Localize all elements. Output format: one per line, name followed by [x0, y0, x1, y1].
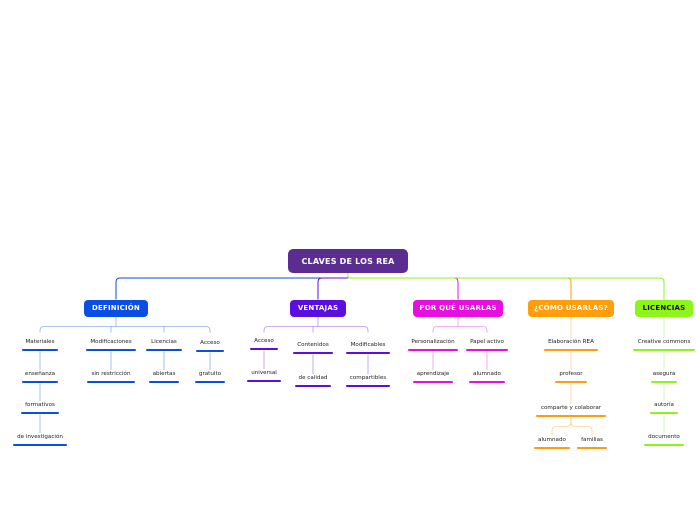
topic-acceso[interactable]: Acceso	[200, 340, 220, 346]
topic-familias[interactable]: familias	[581, 437, 603, 443]
topic-abiertas[interactable]: abiertas	[152, 371, 176, 377]
root-topic[interactable]: CLAVES DE LOS REA	[288, 249, 408, 273]
topic-elaboracion-rea[interactable]: Elaboración REA	[548, 339, 594, 345]
topic-asegura[interactable]: asegura	[652, 371, 676, 377]
topic-formativos[interactable]: formativos	[25, 402, 55, 408]
topic-documento[interactable]: documento	[648, 434, 680, 440]
topic-gratuito[interactable]: gratuito	[198, 371, 222, 377]
topic-de-investigacion[interactable]: de investigación	[17, 434, 63, 440]
branch-connector	[317, 269, 349, 300]
topic-underline	[408, 348, 458, 351]
topic-de-calidad[interactable]: de calidad	[298, 375, 328, 381]
connector	[39, 326, 211, 333]
topic-underline	[250, 347, 278, 350]
topic-creative-commons[interactable]: Creative commons	[637, 339, 691, 345]
topic-underline	[346, 384, 390, 387]
topic-underline	[466, 348, 508, 351]
connector	[432, 326, 488, 333]
branch-como-usarlas[interactable]: ¿CÓMO USARLAS?	[528, 299, 614, 317]
branch-connector	[347, 269, 459, 300]
branch-por-que-usarlas[interactable]: POR QUÉ USARLAS	[413, 299, 503, 317]
topic-underline	[22, 348, 58, 351]
topic-modificaciones[interactable]: Modificaciones	[90, 339, 132, 345]
topic-underline	[87, 380, 135, 383]
topic-materiales[interactable]: Materiales	[25, 339, 55, 345]
topic-underline	[651, 380, 677, 383]
branch-licencias[interactable]: LICENCIAS	[635, 299, 693, 317]
connector	[263, 326, 369, 333]
connector	[551, 417, 572, 436]
topic-underline	[21, 411, 59, 414]
topic-underline	[413, 380, 453, 383]
topic-comparte-y-colaborar[interactable]: comparte y colaborar	[540, 405, 602, 411]
branch-ventajas[interactable]: VENTAJAS	[290, 299, 346, 317]
topic-alumnado[interactable]: alumnado	[538, 437, 566, 443]
topic-aprendizaje[interactable]: aprendizaje	[416, 371, 450, 377]
topic-underline	[544, 348, 598, 351]
topic-underline	[196, 349, 224, 352]
topic-underline	[534, 446, 570, 449]
topic-modificables[interactable]: Modificables	[350, 342, 386, 348]
topic-profesor[interactable]: profesor	[559, 371, 583, 377]
topic-underline	[346, 351, 390, 354]
topic-ensenanza[interactable]: enseñanza	[24, 371, 56, 377]
connector	[570, 417, 593, 436]
topic-universal[interactable]: universal	[251, 370, 277, 376]
branch-definicion[interactable]: DEFINICIÓN	[84, 299, 148, 317]
topic-autoria[interactable]: autoría	[654, 402, 674, 408]
topic-underline	[650, 411, 678, 414]
topic-underline	[293, 351, 333, 354]
topic-compartibles[interactable]: compartibles	[349, 375, 387, 381]
topic-alumnado[interactable]: alumnado	[473, 371, 501, 377]
topic-underline	[469, 380, 505, 383]
topic-underline	[195, 380, 225, 383]
topic-sin-restriccion[interactable]: sin restricción	[91, 371, 131, 377]
topic-underline	[577, 446, 607, 449]
topic-acceso[interactable]: Acceso	[254, 338, 274, 344]
topic-papel-activo[interactable]: Papel activo	[470, 339, 504, 345]
topic-underline	[644, 443, 684, 446]
topic-underline	[536, 414, 606, 417]
topic-underline	[149, 380, 179, 383]
topic-personalizacion[interactable]: Personalización	[411, 339, 455, 345]
topic-underline	[22, 380, 58, 383]
topic-underline	[633, 348, 695, 351]
branch-connector	[347, 269, 572, 300]
branch-connector	[347, 269, 665, 300]
topic-contenidos[interactable]: Contenidos	[297, 342, 329, 348]
topic-underline	[13, 443, 67, 446]
topic-underline	[86, 348, 136, 351]
topic-underline	[295, 384, 331, 387]
branch-connector	[115, 269, 349, 300]
topic-underline	[146, 348, 182, 351]
topic-licencias[interactable]: Licencias	[151, 339, 177, 345]
topic-underline	[555, 380, 587, 383]
topic-underline	[247, 379, 281, 382]
